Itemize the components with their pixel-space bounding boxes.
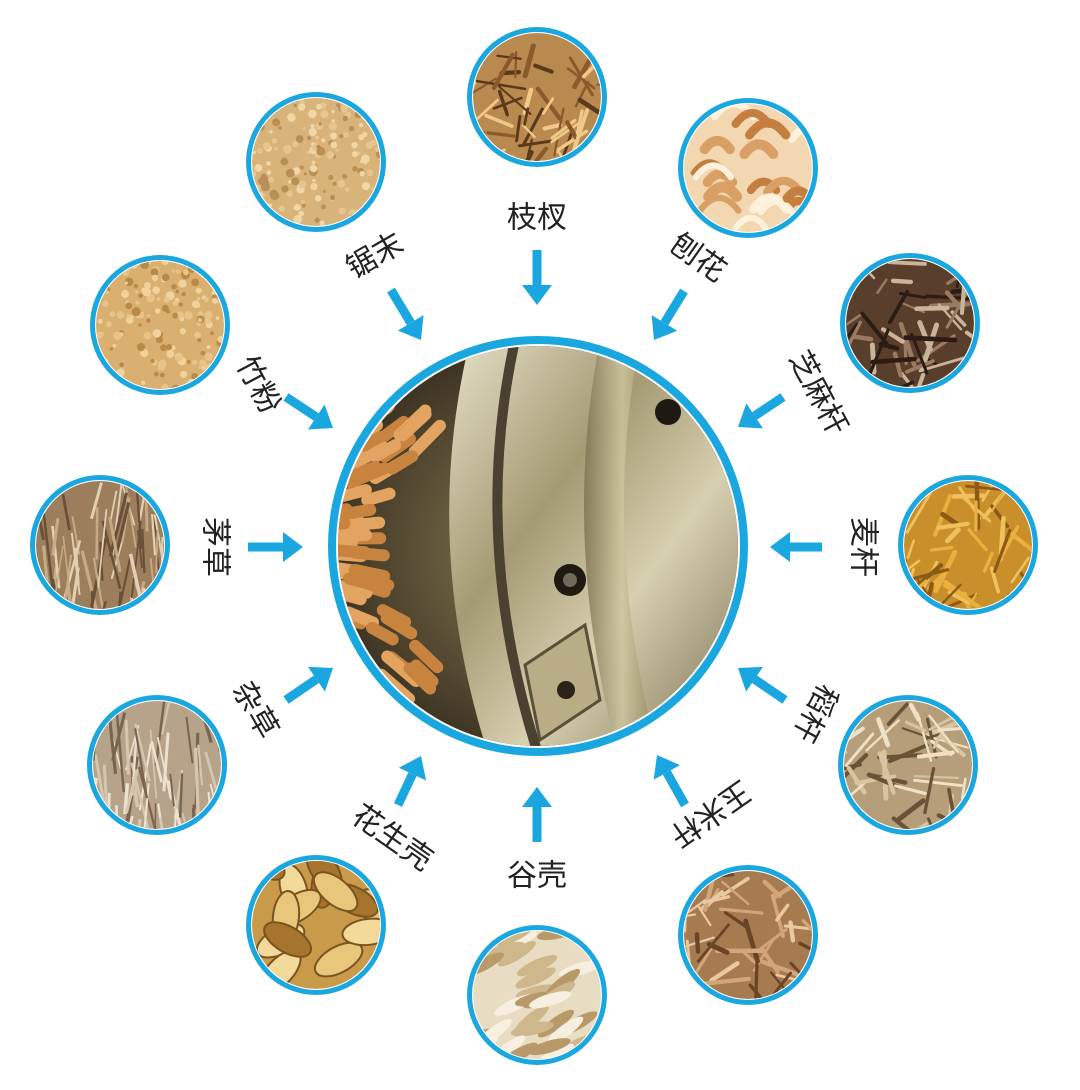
center-disc: [328, 336, 748, 756]
arrow-bamboo-powder: [283, 393, 333, 430]
label-sesame-stalk: 芝麻杆: [781, 345, 854, 441]
twigs-texture-icon: [473, 33, 601, 161]
material-rice-straw: 稻杆: [785, 678, 978, 835]
arrow-sawdust: [387, 287, 424, 340]
label-wood-shavings: 刨花: [663, 226, 732, 289]
label-peanut-shell: 花生壳: [345, 798, 439, 878]
material-branches: 枝杈: [467, 27, 607, 236]
shavings-texture-icon: [684, 104, 812, 232]
arrow-rice-straw: [738, 666, 788, 704]
label-weeds: 杂草: [225, 675, 285, 744]
arrow-peanut-shell: [393, 756, 427, 807]
arrow-rice-husk: [522, 787, 552, 842]
arrow-wood-shavings: [651, 288, 688, 340]
arrow-layer: [248, 250, 822, 842]
dry-grass-texture-icon: [93, 701, 221, 829]
arrow-corn-stalk: [653, 755, 689, 808]
label-wheat-straw: 麦杆: [846, 517, 881, 577]
label-sawdust: 锯末: [340, 226, 409, 286]
material-thatch-grass: 茅草: [30, 475, 233, 615]
long-grass-texture-icon: [36, 481, 164, 609]
pale-straw-texture-icon: [844, 701, 972, 829]
label-thatch-grass: 茅草: [198, 517, 233, 577]
material-wood-shavings: 刨花: [663, 98, 818, 290]
material-wheat-straw: 麦杆: [846, 475, 1038, 615]
material-weeds: 杂草: [87, 675, 285, 835]
label-branches: 枝杈: [507, 201, 567, 236]
material-corn-stalk: 玉米杆: [663, 773, 818, 1005]
arrow-wheat-straw: [770, 532, 822, 562]
golden-straw-texture-icon: [904, 481, 1032, 609]
material-peanut-shell: 花生壳: [246, 798, 439, 995]
arrow-sesame-stalk: [738, 393, 786, 429]
husks-texture-icon: [473, 931, 601, 1059]
arrow-thatch-grass: [248, 532, 303, 562]
arrow-branches: [522, 250, 552, 305]
label-rice-straw: 稻杆: [785, 678, 844, 747]
label-bamboo-powder: 竹粉: [228, 350, 287, 419]
material-rice-husk: 谷壳: [467, 859, 607, 1065]
arrow-weeds: [283, 666, 333, 704]
material-sesame-stalk: 芝麻杆: [781, 253, 980, 441]
material-sawdust: 锯末: [246, 92, 410, 286]
label-rice-husk: 谷壳: [507, 859, 567, 894]
fibrous-chips-texture-icon: [684, 871, 812, 999]
dark-stalks-texture-icon: [846, 259, 974, 387]
material-bamboo-powder: 竹粉: [90, 255, 288, 420]
